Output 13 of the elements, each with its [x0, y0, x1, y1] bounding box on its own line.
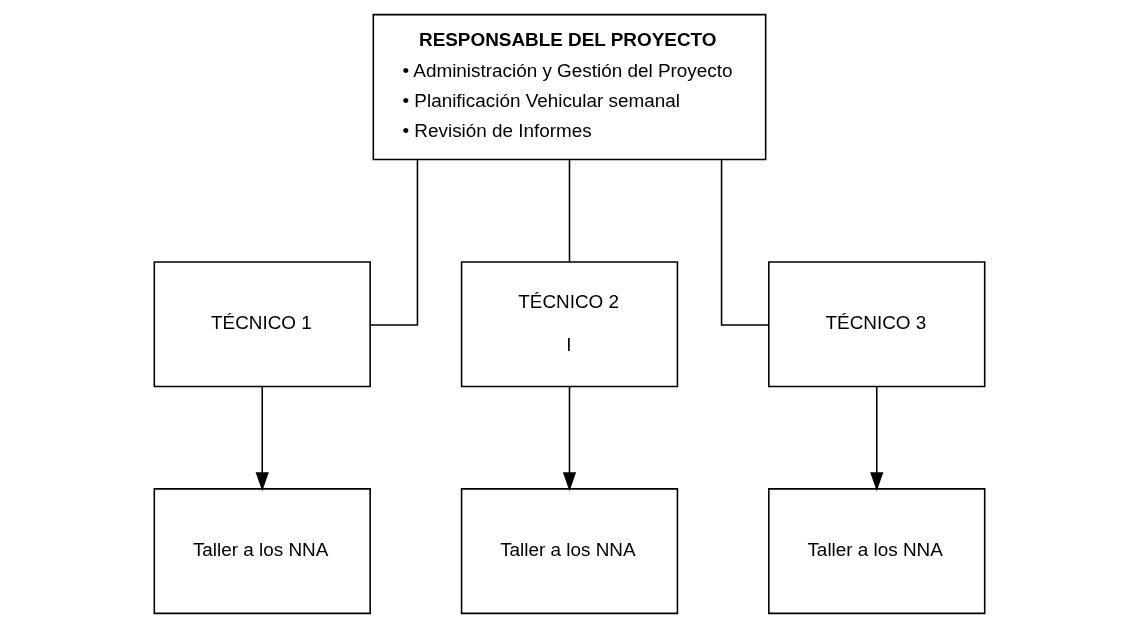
node-box: RESPONSABLE DEL PROYECTO • Administración y Gestión del Proyecto • Planificación Vehicular semanal • Revisión de Informes: [372, 13, 767, 161]
node-box: Taller a los NNA: [460, 488, 679, 615]
connector: [720, 159, 770, 326]
arrow: [562, 386, 577, 492]
node-box: TÉCNICO 2 I: [460, 261, 679, 388]
node-box: Taller a los NNA: [768, 488, 986, 615]
connector: [369, 159, 419, 326]
node-box: Taller a los NNA: [153, 488, 371, 615]
node-box: TÉCNICO 3: [768, 261, 986, 388]
arrow: [870, 386, 884, 492]
connector: [568, 159, 571, 263]
arrow: [255, 386, 269, 492]
node-box: TÉCNICO 1: [153, 261, 371, 388]
